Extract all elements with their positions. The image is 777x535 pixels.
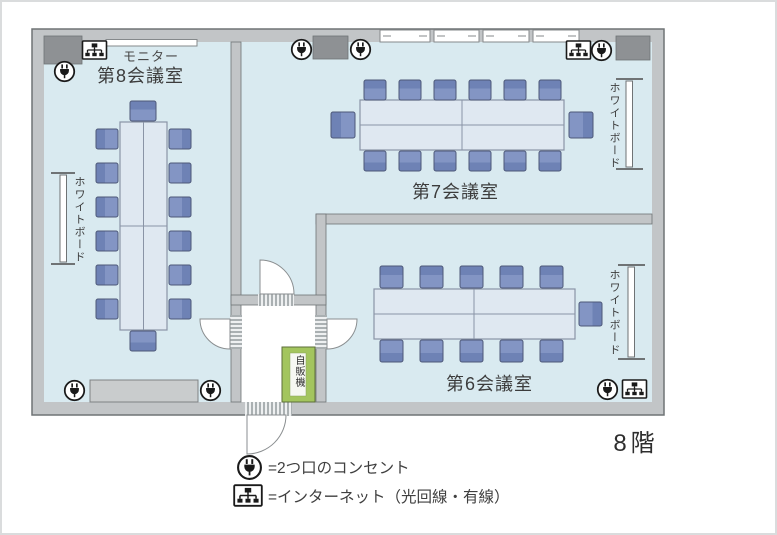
legend-outlet-text: =2つ口のコンセント [268,460,410,477]
power-outlet-icon [349,38,372,61]
lan-icon [621,379,648,399]
lan-icon [565,40,592,60]
power-outlet-icon [290,38,313,61]
chair [459,339,484,363]
whiteboard-label-room7: ホワイトボード [608,82,620,170]
chair [468,150,492,172]
chair [499,339,524,363]
chair [503,79,527,101]
chair [168,162,192,184]
chair [539,339,564,363]
whiteboard-room6 [618,264,645,360]
vending-machine-label-strip [289,352,307,397]
chair [578,301,603,327]
chair [433,150,457,172]
chair [538,150,562,172]
chair [95,230,119,252]
door-to-room7 [259,259,295,295]
room6-furniture [373,265,603,363]
chair [129,330,157,352]
pillar [312,35,349,60]
power-outlet-icon [53,60,76,83]
chair [538,79,562,101]
door-to-room6 [326,318,358,350]
room7-furniture [330,79,594,172]
door-threshold [230,315,242,349]
chair [468,79,492,101]
legend-internet-text: =インターネット（光回線・有線） [268,489,510,506]
chair [95,196,119,218]
chair [379,265,404,289]
power-outlet-icon [199,379,222,402]
chair [168,298,192,320]
chair [129,100,157,122]
chair [459,265,484,289]
door-threshold [315,315,327,349]
floor-label: 8階 [613,430,659,457]
monitor-label: モニター [123,49,180,64]
room7-label: 第7会議室 [412,182,500,202]
chair [95,264,119,286]
window-row [379,29,580,43]
room6-label: 第6会議室 [446,374,534,394]
door-threshold [245,402,292,416]
counter [89,379,199,403]
chair [433,79,457,101]
chair [95,128,119,150]
whiteboard-room7 [616,78,643,170]
chair [419,339,444,363]
chair [363,150,387,172]
whiteboard-label-room8: ホワイトボード [73,176,85,264]
chair [95,162,119,184]
wall-room8-room7 [230,41,242,403]
chair [398,150,422,172]
power-outlet-icon [596,378,619,401]
chair [503,150,527,172]
chair [330,111,356,139]
chair [398,79,422,101]
vending-machine-label: 自販機 [293,355,304,388]
power-outlet-icon [590,39,613,62]
chair [419,265,444,289]
chair [168,264,192,286]
lan-icon [81,40,108,60]
room8-label: 第8会議室 [97,66,185,86]
power-outlet-icon [63,379,86,402]
chair [95,298,119,320]
chair [363,79,387,101]
wall-room7-room6 [315,213,653,225]
chair [168,196,192,218]
pillar [43,35,83,65]
chair [168,128,192,150]
legend-power-outlet-icon [237,455,262,480]
room8-furniture [95,100,192,352]
chair [379,339,404,363]
chair [499,265,524,289]
door-threshold [258,294,294,306]
door-to-room8 [199,318,231,350]
wall-room6-left [315,213,327,403]
chair [568,111,594,139]
legend-lan-icon [233,484,263,507]
pillar [615,35,651,61]
whiteboard-room8 [51,172,75,265]
whiteboard-label-room6: ホワイトボード [608,269,620,357]
chair [168,230,192,252]
exit-door [246,414,287,455]
chair [539,265,564,289]
